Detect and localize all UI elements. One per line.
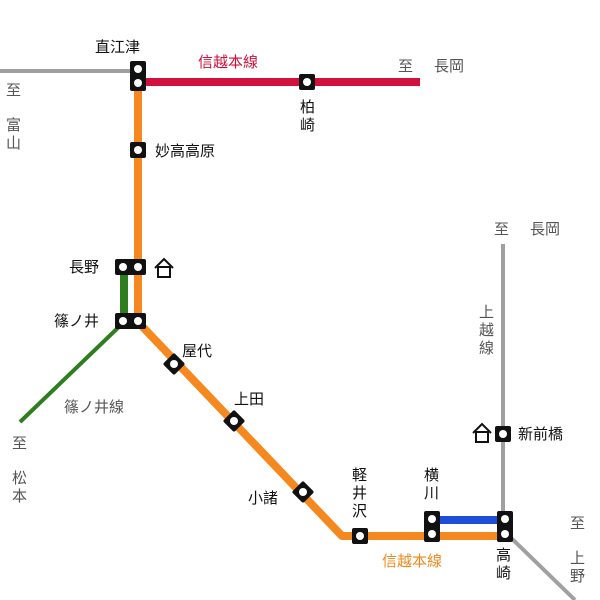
dest-ueno-3: 野: [570, 567, 585, 585]
label-komoro: 小諸: [248, 489, 278, 507]
label-nagano: 長野: [69, 258, 99, 276]
station-ueda[interactable]: [223, 410, 246, 433]
station-naoetsu[interactable]: [130, 61, 146, 91]
label-takasaki-2: 崎: [496, 564, 511, 582]
dest-nagaoka-right-1: 至: [494, 220, 509, 238]
line-shinonoi-to-matsumoto: [18, 320, 126, 424]
station-kashiwazaki[interactable]: [299, 74, 315, 90]
station-shinonoi[interactable]: [115, 313, 146, 329]
label-myokokogen: 妙高高原: [155, 142, 215, 160]
dest-toyama-2: 富: [6, 116, 21, 134]
dest-toyama-3: 山: [6, 134, 21, 152]
label-karuizawa-2: 井: [352, 484, 367, 502]
dest-toyama-1: 至: [6, 81, 21, 99]
dest-ueno-2: 上: [570, 549, 585, 567]
label-yashiro: 屋代: [182, 342, 212, 360]
station-shinmaebashi[interactable]: [495, 426, 511, 442]
label-shinonoi: 篠ノ井: [54, 312, 99, 330]
dest-nagaoka-top-1: 至: [398, 57, 413, 75]
dest-matsumoto-2: 松: [12, 469, 27, 487]
label-naoetsu: 直江津: [95, 38, 140, 56]
station-myokokogen[interactable]: [130, 142, 146, 158]
label-yokokawa-2: 川: [424, 484, 439, 502]
label-yokokawa-1: 横: [424, 466, 439, 484]
label-shinonoi-line: 篠ノ井線: [64, 398, 124, 416]
label-kashiwazaki-2: 崎: [300, 116, 315, 134]
label-shinmaebashi: 新前橋: [518, 425, 563, 443]
label-joetsu-1: 上: [479, 303, 494, 321]
label-joetsu-2: 越: [479, 321, 494, 339]
dest-ueno-1: 至: [570, 514, 585, 532]
station-nagano[interactable]: [115, 259, 146, 275]
dest-matsumoto-1: 至: [12, 434, 27, 452]
label-shinetsu-north: 信越本線: [198, 53, 258, 71]
label-shinetsu-south: 信越本線: [382, 552, 442, 570]
line-shinetsu-orange: [134, 82, 360, 540]
label-takasaki-1: 高: [496, 546, 511, 564]
dest-nagaoka-top-2: 長岡: [434, 57, 464, 75]
label-ueda: 上田: [234, 390, 264, 408]
label-karuizawa-3: 沢: [352, 502, 367, 520]
label-joetsu-3: 線: [479, 339, 494, 357]
dest-nagaoka-right-2: 長岡: [530, 220, 560, 238]
station-takasaki[interactable]: [497, 511, 513, 542]
station-komoro[interactable]: [292, 481, 315, 504]
dest-matsumoto-3: 本: [12, 487, 27, 505]
station-yashiro[interactable]: [163, 353, 186, 376]
home-icon: [154, 257, 174, 278]
label-karuizawa-1: 軽: [352, 466, 367, 484]
station-karuizawa[interactable]: [352, 528, 368, 544]
station-yokokawa[interactable]: [424, 511, 440, 542]
home-icon: [472, 422, 492, 443]
line-to-ueno: [501, 528, 577, 600]
label-kashiwazaki-1: 柏: [300, 98, 315, 116]
